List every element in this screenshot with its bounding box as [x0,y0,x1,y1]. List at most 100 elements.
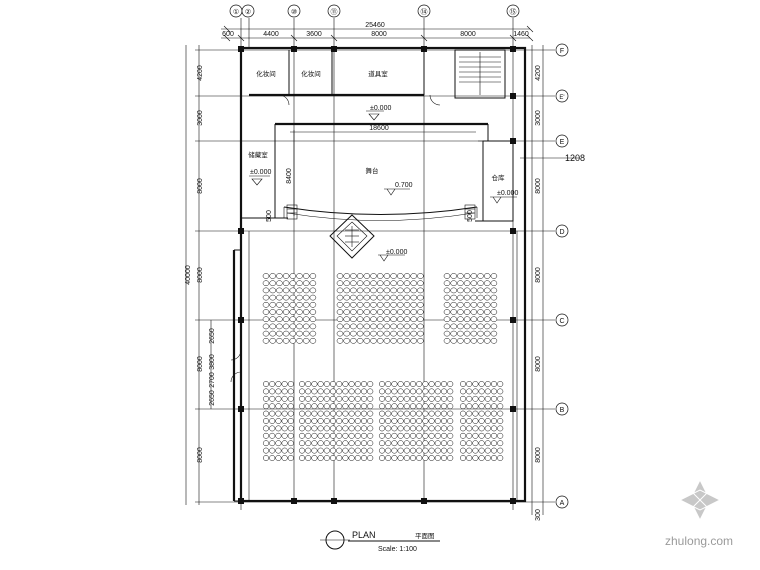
seat [470,337,478,344]
seat [305,455,312,461]
seat [363,323,371,330]
axis-label-E-prime: E' [559,95,564,101]
seat [342,425,349,432]
seat [336,330,344,337]
seat [356,316,364,323]
seat [428,432,435,439]
seat [262,440,270,447]
seat [472,447,479,454]
seat [275,425,282,432]
seat [311,410,318,417]
seat [348,395,355,402]
seat [490,425,498,432]
seat [378,410,386,417]
room-label-storage-left: 储藏室 [248,150,268,159]
seat [422,447,429,454]
seat [287,440,294,447]
dim-door-2: 3800 [209,354,216,370]
seat [296,337,303,344]
seat [409,388,417,395]
seat [336,301,344,308]
seat [356,337,364,344]
seat [342,440,349,447]
seat [363,316,371,323]
dim-right-5: 8000 [535,356,542,372]
building-walls [230,46,527,503]
seat [262,273,270,279]
seat [275,418,282,424]
seat [336,287,344,294]
seat [483,280,491,287]
seat [354,388,361,395]
seat [269,301,276,308]
seat [296,287,303,294]
seat [383,330,391,337]
seat [490,432,498,439]
seat [490,323,498,330]
dim-left-4: 8000 [197,267,204,283]
seat [360,403,368,410]
seat [305,432,312,439]
seat [450,309,457,315]
seat [422,388,429,395]
seat [262,418,270,424]
seat [428,418,435,424]
seat [302,309,310,315]
seat [416,410,423,417]
seat [367,403,374,410]
seat [269,403,276,410]
seat [342,395,349,402]
seat [477,337,484,344]
seat [484,410,491,417]
seat [269,447,276,454]
seat [360,432,368,439]
seat [466,432,473,439]
seat [367,395,374,402]
axis-label-10: ⑩ [291,8,297,16]
seat [302,337,310,344]
seat [385,395,392,402]
dim-top-seg-4: 8000 [371,31,387,38]
seat [376,294,384,301]
seat [434,440,441,447]
seat [470,294,478,301]
seat [440,418,448,424]
seat [281,425,288,432]
seat [391,455,398,461]
seat [376,330,384,337]
seat [370,287,377,294]
seat [336,316,344,323]
seat [403,309,411,315]
seat [354,432,361,439]
seat [281,388,288,395]
seat [329,418,337,424]
seat [275,455,282,461]
seat [323,395,330,402]
seat [484,455,491,461]
seat [350,330,357,337]
seat [490,294,498,301]
seat [336,381,343,387]
seat [276,287,283,294]
seat [383,316,391,323]
seat [360,410,368,417]
seat [360,418,368,424]
seat [302,294,310,301]
seat [397,323,404,330]
seat [490,381,498,387]
seat [447,455,454,461]
seat [409,440,417,447]
seat [397,410,404,417]
seat [385,432,392,439]
seat [416,455,423,461]
seat [484,395,491,402]
seat-block-lower-3 [378,381,454,461]
seat [385,388,392,395]
seat [282,301,290,308]
seat [490,455,498,461]
seat [336,425,343,432]
seat [440,395,448,402]
seat [391,440,398,447]
seat [298,418,306,424]
title-en: PLAN [352,530,376,540]
